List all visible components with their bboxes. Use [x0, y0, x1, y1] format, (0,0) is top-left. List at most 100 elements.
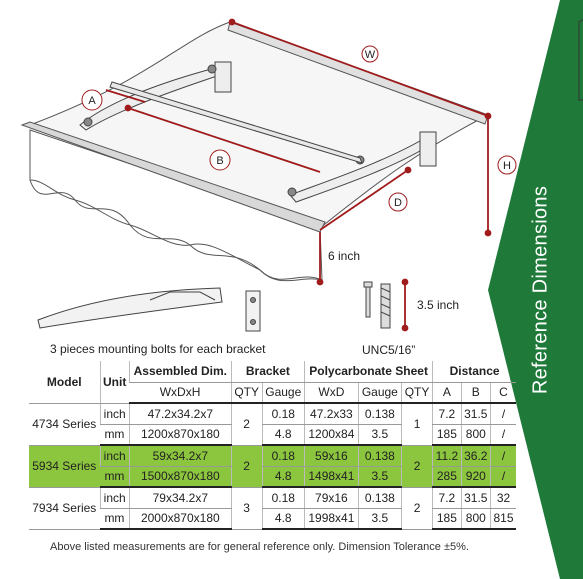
gauge-cell: 4.8 — [261, 424, 305, 446]
valance — [29, 129, 323, 282]
unit-cell: inch — [99, 445, 130, 467]
table-row: 5934 Series inch 59x34.2x7 2 0.18 59x16 … — [29, 445, 516, 488]
group-4734: 4734 Series inch 47.2x34.2x7 2 0.18 47.2… — [29, 403, 516, 446]
assembled-cell: 59x34.2x7 — [128, 445, 232, 467]
front-edge — [20, 121, 326, 233]
model-cell: 4734 Series — [29, 403, 101, 446]
distance-c-cell: / — [490, 445, 516, 467]
three-five-inch-label: 3.5 inch — [417, 298, 460, 312]
svg-text:A: A — [88, 95, 96, 107]
bracket-qty-cell: 3 — [230, 487, 263, 530]
header-unit: Unit — [99, 361, 130, 404]
model-cell: 5934 Series — [29, 445, 101, 488]
distance-b-cell: 36.2 — [460, 445, 491, 467]
sheet-gauge-cell: 0.138 — [357, 403, 402, 425]
distance-a-cell: 7.2 — [432, 487, 462, 509]
subheader: A — [432, 382, 462, 404]
label-d: D — [388, 192, 408, 212]
sheet-cell: 1200x84 — [304, 424, 359, 446]
subheader: QTY — [230, 382, 263, 404]
distance-a-cell: 11.2 — [432, 445, 462, 467]
unc-caption: UNC5/16” — [362, 343, 416, 357]
distance-c-cell: 32 — [490, 487, 516, 509]
svg-text:B: B — [216, 155, 223, 167]
unit-cell: mm — [100, 466, 130, 488]
gauge-cell: 0.18 — [261, 487, 305, 509]
assembled-cell: 79x34.2x7 — [128, 487, 232, 509]
assembled-cell: 1200x870x180 — [128, 424, 232, 446]
sheet-gauge-cell: 0.138 — [357, 445, 402, 467]
header-sheet: Polycarbonate Sheet — [304, 361, 433, 383]
spec-table: Model Unit Assembled Dim. Bracket Polyca… — [29, 361, 516, 530]
distance-a-cell: 285 — [432, 466, 462, 488]
distance-b-cell: 800 — [460, 424, 491, 446]
subheader: QTY — [400, 382, 433, 404]
assembled-cell: 1500x870x180 — [128, 466, 232, 488]
subheader: Gauge — [357, 382, 402, 404]
svg-text:W: W — [365, 49, 376, 61]
corner-box — [578, 19, 583, 101]
distance-a-cell: 7.2 — [432, 403, 462, 425]
group-7934: 7934 Series inch 79x34.2x7 3 0.18 79x16 … — [29, 487, 516, 530]
sheet-qty-cell: 2 — [400, 487, 433, 530]
distance-b-cell: 31.5 — [460, 487, 491, 509]
sheet-gauge-cell: 3.5 — [357, 508, 402, 530]
svg-text:H: H — [503, 160, 511, 172]
distance-b-cell: 920 — [460, 466, 491, 488]
distance-b-cell: 800 — [460, 508, 491, 530]
table-row: mm 1200x870x180 4.8 1200x84 3.5 185 800 … — [29, 424, 516, 446]
footnote: Above listed measurements are for genera… — [50, 541, 469, 553]
label-h: H — [497, 155, 517, 175]
bolt-icon — [363, 281, 391, 329]
distance-c-cell: 815 — [490, 508, 516, 530]
bracket-right — [287, 131, 437, 203]
sheet-cell: 1998x41 — [304, 508, 359, 530]
subheader: Gauge — [261, 382, 305, 404]
bracket-qty-cell: 2 — [230, 403, 263, 446]
table-row: mm 1500x870x180 4.8 1498x41 3.5 285 920 … — [29, 466, 516, 488]
unit-cell: mm — [100, 508, 130, 530]
header-model: Model — [29, 361, 101, 404]
label-a: A — [81, 89, 103, 111]
bracket-detail — [37, 287, 261, 332]
side-panel — [488, 0, 583, 579]
sheet-gauge-cell: 3.5 — [357, 424, 402, 446]
subheader: WxDxH — [129, 382, 232, 404]
label-w: W — [361, 45, 379, 63]
distance-c-cell: / — [490, 403, 516, 425]
header-distance: Distance — [432, 361, 516, 383]
distance-b-cell: 31.5 — [460, 403, 491, 425]
gauge-cell: 0.18 — [261, 403, 305, 425]
gauge-cell: 4.8 — [261, 466, 305, 488]
sheet-gauge-cell: 0.138 — [357, 487, 402, 509]
subheader: C — [490, 382, 516, 404]
crossbar — [109, 81, 363, 164]
sheet-gauge-cell: 3.5 — [357, 466, 402, 488]
unit-cell: inch — [99, 487, 130, 509]
distance-a-cell: 185 — [432, 424, 462, 446]
distance-c-cell: / — [490, 466, 516, 488]
side-title: Reference Dimensions — [529, 185, 552, 395]
distance-c-cell: / — [490, 424, 516, 446]
subheader: WxD — [304, 382, 359, 404]
sheet-cell: 47.2x33 — [304, 403, 359, 425]
table-row: 7934 Series inch 79x34.2x7 3 0.18 79x16 … — [29, 487, 516, 530]
assembled-cell: 2000x870x180 — [128, 508, 232, 530]
label-b: B — [209, 149, 231, 171]
valance-wave — [29, 179, 323, 281]
gauge-cell: 0.18 — [261, 445, 305, 467]
six-inch-label: 6 inch — [328, 249, 361, 263]
subheader: B — [460, 382, 491, 404]
gauge-cell: 4.8 — [261, 508, 305, 530]
distance-a-cell: 185 — [432, 508, 462, 530]
sheet-qty-cell: 1 — [400, 403, 433, 446]
sheet-cell: 79x16 — [304, 487, 359, 509]
sheet-cell: 1498x41 — [304, 466, 359, 488]
header-assembled: Assembled Dim. — [128, 361, 232, 383]
table-row: mm 2000x870x180 4.8 1998x41 3.5 185 800 … — [29, 508, 516, 530]
group-5934: 5934 Series inch 59x34.2x7 2 0.18 59x16 … — [29, 445, 516, 488]
svg-text:D: D — [394, 197, 402, 209]
sheet-cell: 59x16 — [304, 445, 359, 467]
table-row: 4734 Series inch 47.2x34.2x7 2 0.18 47.2… — [29, 403, 516, 446]
